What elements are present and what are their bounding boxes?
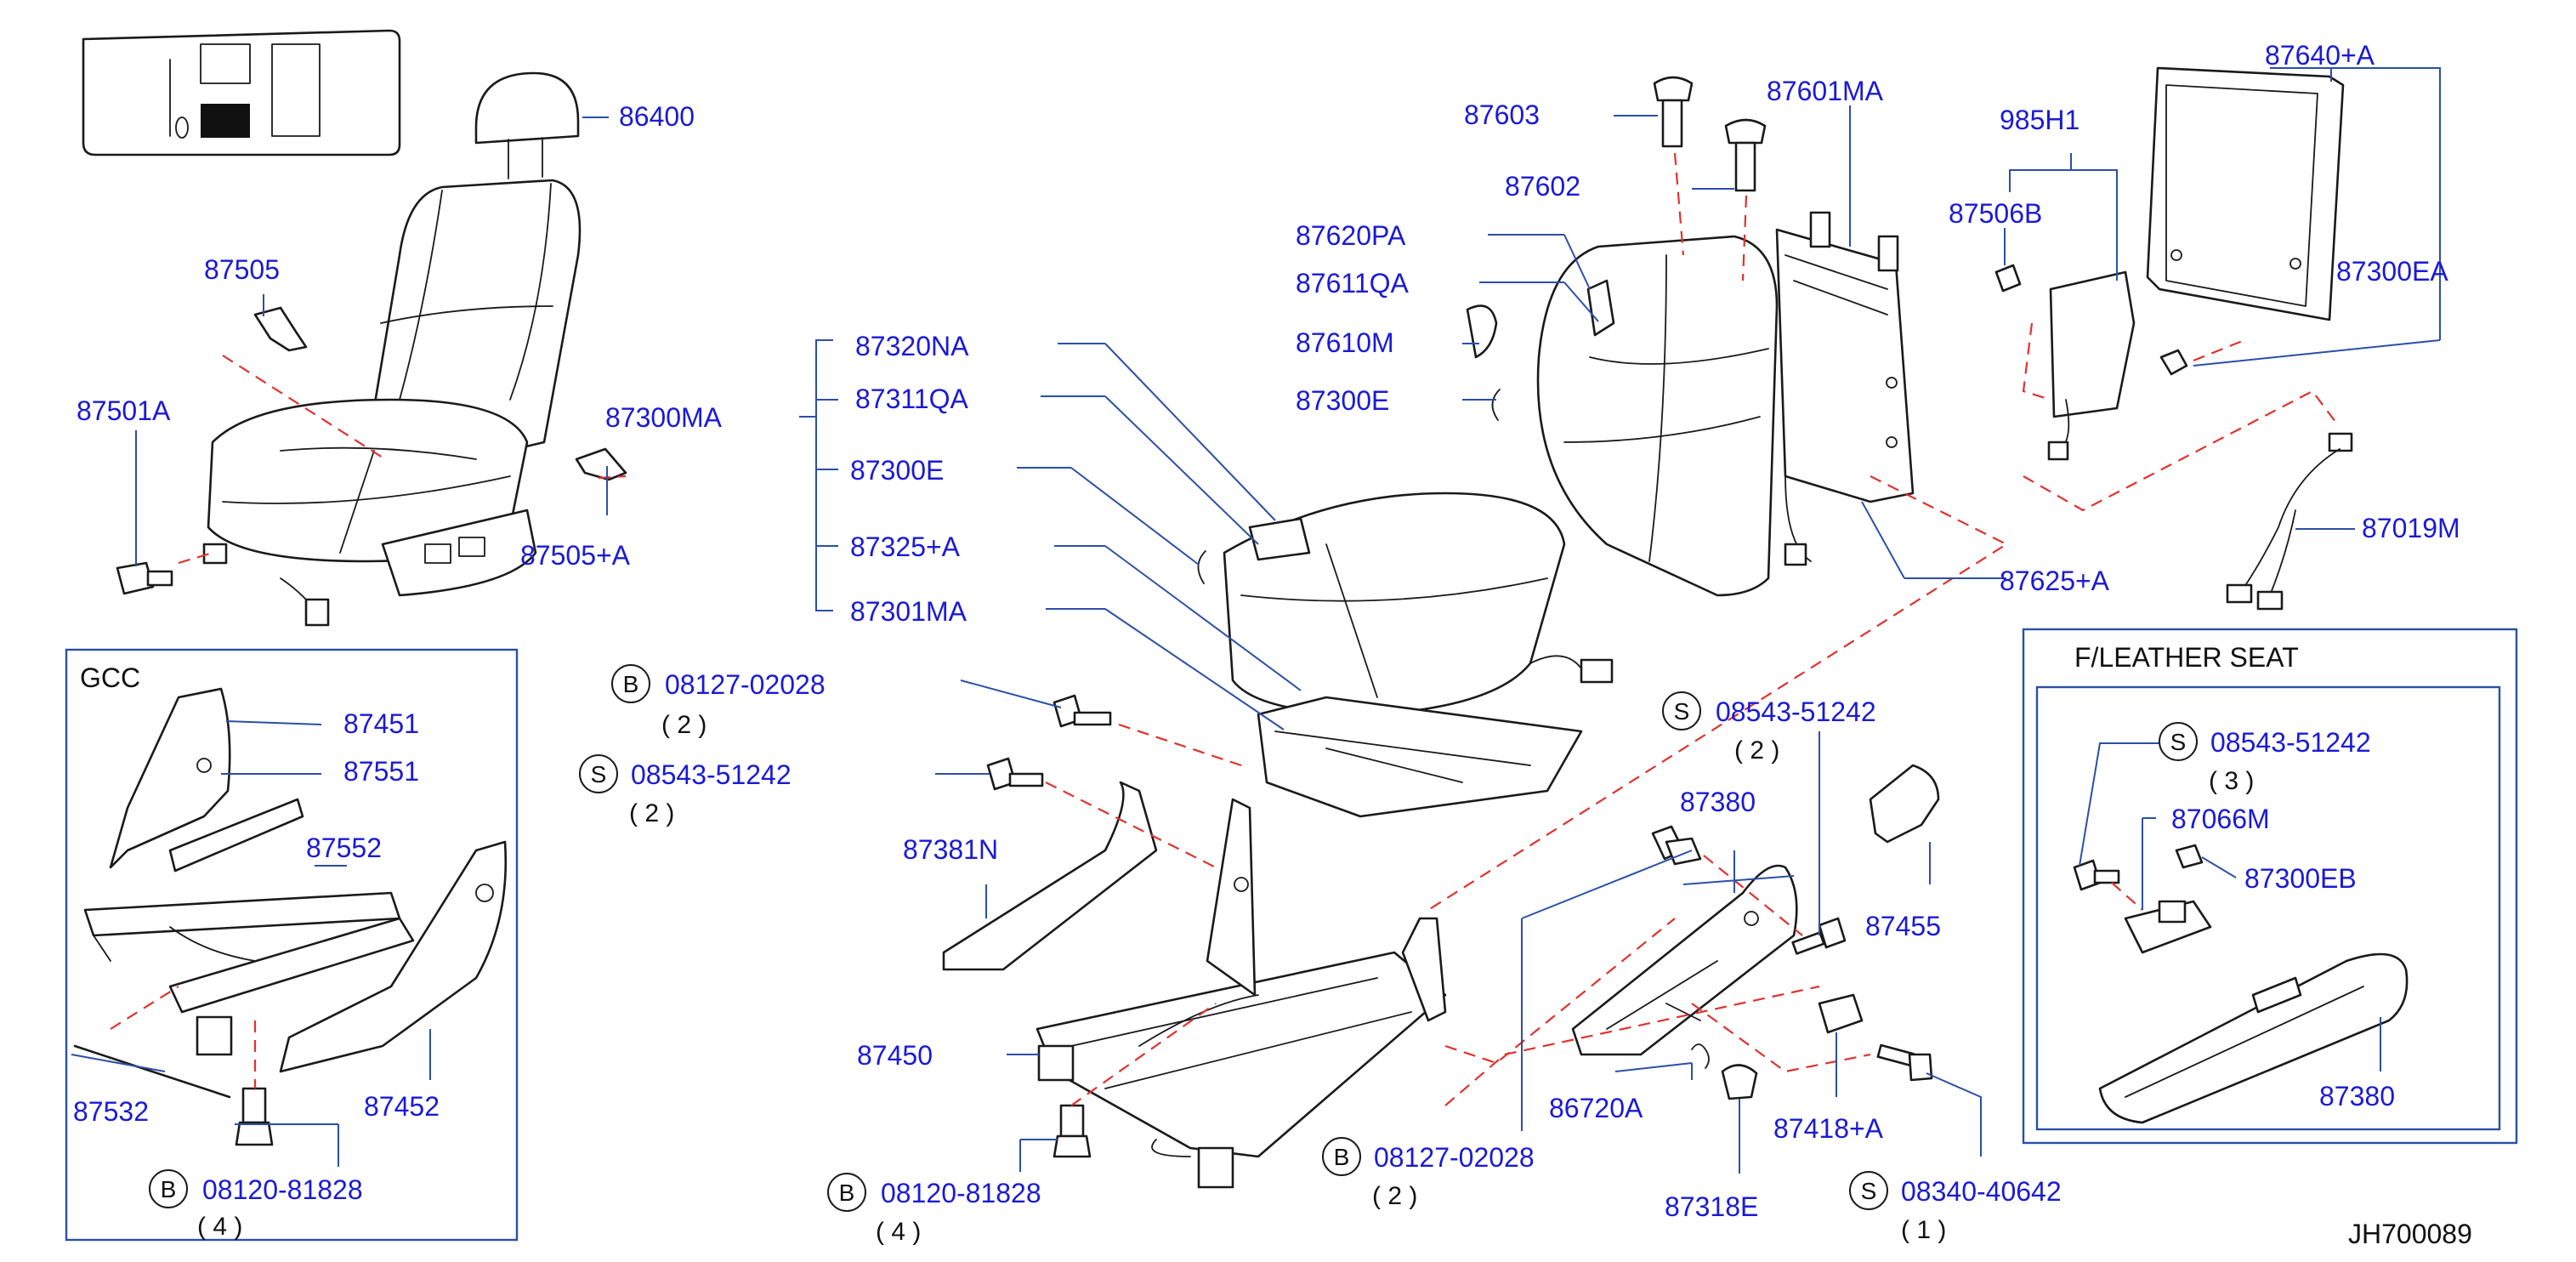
recliner-cover-87380-drawing bbox=[1571, 864, 1798, 1056]
clip-87505-drawing bbox=[253, 306, 308, 352]
callout-b2-qty: ( 2 ) bbox=[1372, 1182, 1417, 1210]
label-87300E-left[interactable]: 87300E bbox=[850, 455, 944, 486]
gcc-box-title: GCC bbox=[80, 662, 140, 693]
clip-87300EA-drawing bbox=[2159, 349, 2188, 376]
label-87325A[interactable]: 87325+A bbox=[850, 532, 961, 562]
label-87450[interactable]: 87450 bbox=[857, 1040, 933, 1071]
label-87019M[interactable]: 87019M bbox=[2362, 513, 2460, 543]
label-87532[interactable]: 87532 bbox=[73, 1096, 149, 1127]
harness-87019M-drawing bbox=[2226, 432, 2353, 611]
seatback-drawing bbox=[1466, 211, 1915, 597]
leather-box-title: F/LEATHER SEAT bbox=[2074, 642, 2299, 673]
label-87418A[interactable]: 87418+A bbox=[1773, 1113, 1884, 1144]
label-87610M[interactable]: 87610M bbox=[1296, 327, 1394, 358]
label-86720A[interactable]: 86720A bbox=[1549, 1093, 1643, 1123]
gcc-box bbox=[65, 648, 519, 1242]
clip-87300E-left-drawing bbox=[1197, 550, 1206, 584]
label-87380-right[interactable]: 87380 bbox=[2319, 1081, 2395, 1111]
callout-s4-letter: S bbox=[1861, 1178, 1877, 1204]
label-87311QA[interactable]: 87311QA bbox=[855, 384, 969, 414]
vehicle-locator-thumbnail bbox=[82, 29, 401, 156]
knob-87318E-drawing bbox=[1721, 1064, 1758, 1100]
center-bolts-drawing bbox=[986, 694, 1112, 1158]
label-87452[interactable]: 87452 bbox=[364, 1091, 440, 1122]
label-87301MA[interactable]: 87301MA bbox=[850, 596, 967, 627]
label-87551[interactable]: 87551 bbox=[343, 756, 419, 787]
label-87300EA[interactable]: 87300EA bbox=[2336, 256, 2448, 287]
bolt-08127-mid-drawing bbox=[1651, 825, 1702, 866]
label-87066M[interactable]: 87066M bbox=[2171, 804, 2270, 834]
seat-cushion-drawing bbox=[1223, 492, 1614, 818]
label-87300EB[interactable]: 87300EB bbox=[2244, 863, 2357, 894]
seat-frame-87450-drawing bbox=[1036, 798, 1447, 1189]
callout-s1-part[interactable]: 08543-51242 bbox=[631, 759, 792, 790]
label-87611QA[interactable]: 87611QA bbox=[1296, 268, 1410, 298]
clip-87300E-right-drawing bbox=[1491, 389, 1501, 421]
label-87300E-right[interactable]: 87300E bbox=[1296, 385, 1389, 416]
leather-seat-parts-drawing bbox=[2073, 844, 2409, 1124]
callout-s1-letter: S bbox=[591, 761, 607, 787]
callout-b2-part[interactable]: 08127-02028 bbox=[1374, 1142, 1535, 1173]
figure-code: JH700089 bbox=[2348, 1219, 2472, 1249]
callout-b4-qty: ( 4 ) bbox=[876, 1218, 921, 1246]
label-87455[interactable]: 87455 bbox=[1865, 911, 1941, 941]
callout-s2-letter: S bbox=[1674, 698, 1690, 725]
callout-b1-part[interactable]: 08127-02028 bbox=[665, 669, 826, 700]
screw-08340-drawing bbox=[1876, 1043, 1933, 1082]
screw-08543-mid-drawing bbox=[1791, 917, 1847, 955]
gcc-parts-drawing bbox=[73, 687, 508, 1146]
dashed-assembly-links bbox=[110, 152, 2339, 1106]
back-board-87640A-drawing bbox=[2146, 66, 2345, 321]
label-87318E[interactable]: 87318E bbox=[1665, 1191, 1758, 1222]
callout-b2-letter: B bbox=[1334, 1144, 1350, 1170]
callout-b1-qty: ( 2 ) bbox=[661, 711, 706, 739]
label-87320NA[interactable]: 87320NA bbox=[855, 331, 969, 361]
side-shield-87381N-drawing bbox=[942, 781, 1158, 971]
label-87501A[interactable]: 87501A bbox=[77, 395, 171, 426]
clip-86720A-drawing bbox=[1691, 1043, 1710, 1069]
leather-seat-inner-box bbox=[2035, 685, 2501, 1131]
label-87603[interactable]: 87603 bbox=[1464, 99, 1540, 130]
callout-s1-qty: ( 2 ) bbox=[629, 799, 674, 827]
callout-b4-letter: B bbox=[839, 1180, 855, 1206]
label-87506B[interactable]: 87506B bbox=[1949, 198, 2042, 229]
callout-b3-qty: ( 4 ) bbox=[197, 1213, 242, 1241]
label-87380-mid[interactable]: 87380 bbox=[1680, 787, 1756, 817]
callout-b3-part[interactable]: 08120-81828 bbox=[202, 1174, 363, 1205]
callout-s2-part[interactable]: 08543-51242 bbox=[1716, 696, 1876, 727]
callout-s3-qty: ( 3 ) bbox=[2209, 767, 2254, 795]
label-87381N[interactable]: 87381N bbox=[903, 834, 998, 865]
callout-s3-letter: S bbox=[2170, 729, 2187, 755]
label-87451[interactable]: 87451 bbox=[343, 708, 419, 739]
callout-circles bbox=[149, 664, 2198, 1212]
leader-lines bbox=[71, 67, 2441, 1174]
callout-s4-qty: ( 1 ) bbox=[1901, 1216, 1946, 1244]
label-87601MA[interactable]: 87601MA bbox=[1767, 76, 1884, 106]
label-87552[interactable]: 87552 bbox=[306, 833, 382, 863]
airbag-module-985H1-drawing bbox=[1994, 264, 2136, 461]
bolt-87501A-drawing bbox=[116, 561, 173, 595]
callout-s4-part[interactable]: 08340-40642 bbox=[1901, 1176, 2062, 1207]
label-87620PA[interactable]: 87620PA bbox=[1296, 220, 1406, 251]
label-87640A[interactable]: 87640+A bbox=[2265, 40, 2375, 71]
callout-s2-qty: ( 2 ) bbox=[1734, 736, 1779, 765]
headrest-guides-drawing bbox=[1653, 76, 1767, 192]
knob-87418A-drawing bbox=[1818, 993, 1864, 1034]
label-87625A[interactable]: 87625+A bbox=[2000, 566, 2110, 596]
callout-b3-letter: B bbox=[161, 1176, 177, 1202]
assembled-seat-drawing bbox=[202, 71, 582, 627]
callout-b4-part[interactable]: 08120-81828 bbox=[881, 1178, 1041, 1208]
label-985H1[interactable]: 985H1 bbox=[2000, 105, 2080, 135]
label-87300MA[interactable]: 87300MA bbox=[605, 402, 723, 433]
label-87505A[interactable]: 87505+A bbox=[520, 540, 631, 571]
label-86400[interactable]: 86400 bbox=[619, 101, 695, 132]
callout-b1-letter: B bbox=[623, 671, 639, 697]
cover-87455-drawing bbox=[1869, 764, 1940, 844]
leather-seat-outer-box bbox=[2022, 628, 2518, 1145]
clip-87505A-drawing bbox=[575, 447, 627, 481]
label-87602[interactable]: 87602 bbox=[1505, 171, 1580, 202]
callout-s3-part[interactable]: 08543-51242 bbox=[2210, 727, 2371, 758]
label-87505[interactable]: 87505 bbox=[204, 254, 280, 285]
